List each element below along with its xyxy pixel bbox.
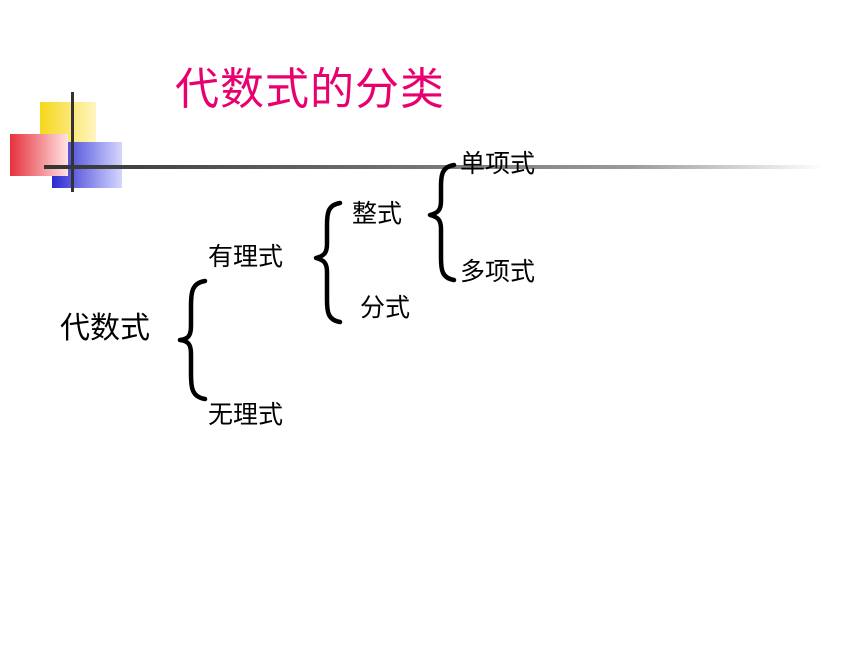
vertical-bar: [71, 92, 74, 192]
slide-title: 代数式的分类: [175, 64, 445, 115]
rational-brace: [313, 200, 343, 325]
horizontal-rule: [44, 165, 824, 169]
node-fractional-expression: 分式: [360, 293, 411, 322]
integral-brace: [427, 162, 457, 283]
node-rational-expression: 有理式: [208, 242, 284, 271]
root-brace: [177, 278, 208, 402]
node-monomial: 单项式: [460, 149, 536, 178]
node-integral-expression: 整式: [352, 199, 403, 228]
node-irrational-expression: 无理式: [208, 400, 284, 429]
node-algebraic-expression: 代数式: [60, 311, 150, 346]
node-polynomial: 多项式: [460, 257, 536, 286]
title-decoration: [10, 92, 824, 192]
